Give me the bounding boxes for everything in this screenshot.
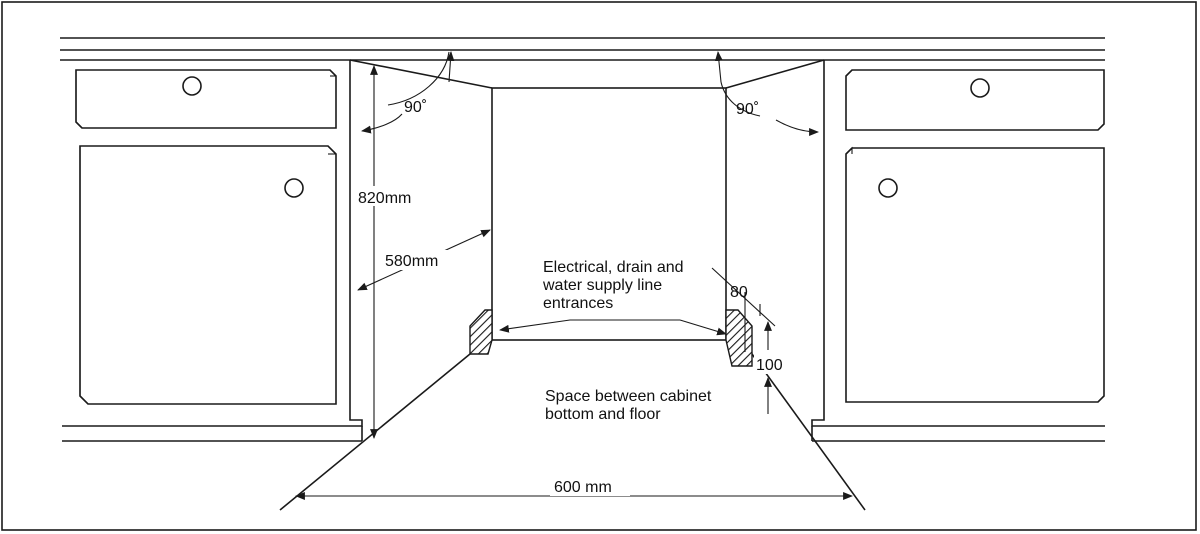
dim-80-label: 80 [730,284,748,301]
line-entrances-note: Electrical, drain and water supply line … [542,259,684,312]
drawer-knob-left [182,76,202,96]
drawer-knob-right [970,78,990,98]
line-entrances-text-1: Electrical, drain and [543,259,684,276]
angle-arc-right [720,81,761,117]
line-entrances-text-2: water supply line [542,277,662,294]
line-entrance-left [469,309,493,355]
left-cabinet [62,60,363,442]
angle-arc-left-lower [361,113,403,134]
entrance-pointer-right [679,319,727,336]
depth-label: 580mm [385,253,438,270]
floor-space-text-1: Space between cabinet [545,388,712,405]
right-cabinet [811,60,1105,442]
dim-80-line [711,267,776,327]
angle-label-left: 90˚ [404,99,427,116]
floor-space-note: Space between cabinet bottom and floor [545,388,712,423]
entrance-pointer-left [499,319,680,333]
width-label: 600 mm [554,479,612,496]
angle-arc-right-lower [775,119,819,136]
countertop [60,37,1105,61]
niche-back-wall [491,87,727,341]
angle-label-right: 90˚ [736,101,759,118]
line-entrances-text-3: entrances [543,295,613,312]
dim-100-label: 100 [756,357,783,374]
door-knob-left [284,178,304,198]
door-knob-right [878,178,898,198]
height-label: 820mm [358,190,411,207]
floor-space-text-2: bottom and floor [545,406,661,423]
line-entrance-right [725,309,753,367]
